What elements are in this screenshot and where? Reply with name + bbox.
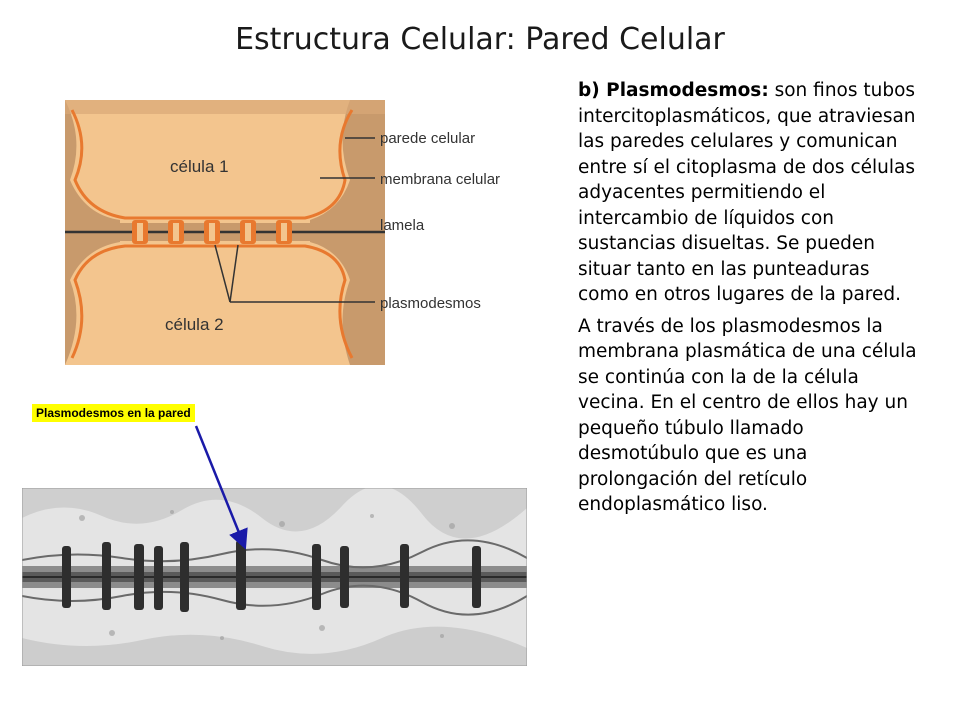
membrane-lower xyxy=(70,244,354,359)
paragraph-plasmodesmata: b) Plasmodesmos: son finos tubos interci… xyxy=(578,78,918,308)
wall-left-lower xyxy=(65,232,120,365)
lamella-label: lamela xyxy=(380,217,425,234)
wall-left-upper xyxy=(65,100,120,232)
membrane-upper xyxy=(70,109,354,220)
paragraph-body: son finos tubos intercitoplasmáticos, qu… xyxy=(578,80,916,305)
slide-title: Estructura Celular: Pared Celular xyxy=(235,22,725,57)
paragraph-desmotubule: A través de los plasmodesmos la membrana… xyxy=(578,315,917,516)
cell2-label: célula 2 xyxy=(165,315,224,334)
body-text: b) Plasmodesmos: son finos tubos interci… xyxy=(578,78,918,524)
wall-right-upper xyxy=(310,100,385,232)
micrograph-caption: Plasmodesmos en la pared xyxy=(32,404,195,422)
cell-membrane-label: membrana celular xyxy=(380,171,500,188)
electron-micrograph xyxy=(22,488,527,666)
micrograph-plasmodesmata xyxy=(62,540,481,612)
plasmodesmata-label: plasmodesmos xyxy=(380,295,481,312)
wall-right-lower xyxy=(310,232,385,365)
cell-wall-label: parede celular xyxy=(380,130,475,147)
plasmodesmata-diagram: célula 1 célula 2 parede celular membran… xyxy=(65,100,500,365)
paragraph-heading: b) Plasmodesmos: xyxy=(578,80,769,101)
cell1-label: célula 1 xyxy=(170,157,229,176)
